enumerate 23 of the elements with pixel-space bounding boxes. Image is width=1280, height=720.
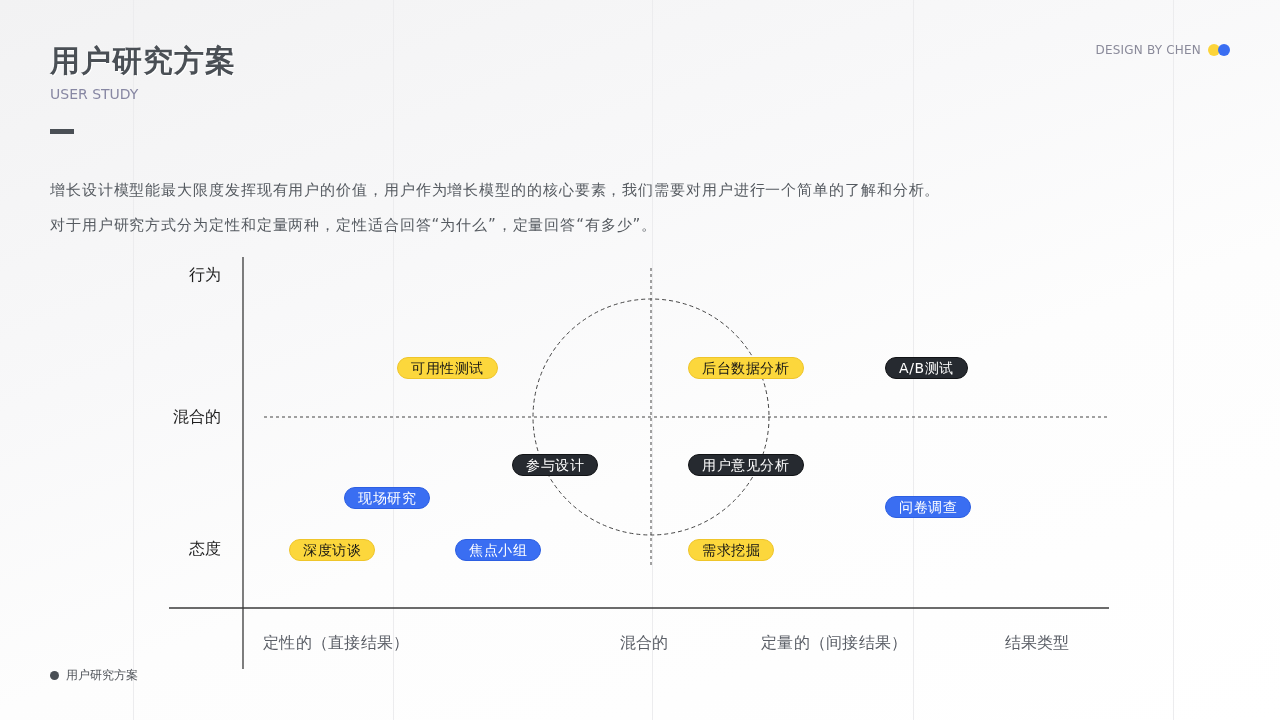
method-tag: 深度访谈 <box>289 539 376 561</box>
axis-label: 定量的（间接结果） <box>761 632 908 654</box>
credit-text: DESIGN BY CHEN <box>1095 42 1201 58</box>
method-tag: 焦点小组 <box>455 539 542 561</box>
method-tag: 需求挖掘 <box>688 539 775 561</box>
subtitle: USER STUDY <box>50 85 139 103</box>
axis-label: 混合的 <box>620 632 668 654</box>
method-tag: 可用性测试 <box>397 357 498 379</box>
axis-title: 结果类型 <box>1005 632 1069 654</box>
intro-text: 增长设计模型能最大限度发挥现有用户的价值，用户作为增长模型的的核心要素，我们需要对用户进行一个简单的了解和分析。 <box>50 180 941 200</box>
method-tag: 后台数据分析 <box>688 357 804 379</box>
axis-label: 态度 <box>189 538 221 560</box>
axis-label: 定性的（直接结果） <box>263 632 410 654</box>
method-tag: 问卷调查 <box>885 496 972 518</box>
method-tag: 参与设计 <box>512 454 599 476</box>
method-tag: 用户意见分析 <box>688 454 804 476</box>
method-tag: 现场研究 <box>344 487 431 509</box>
method-tag: A/B测试 <box>885 357 968 379</box>
axis-label: 行为 <box>189 264 221 286</box>
intro-text: 对于用户研究方式分为定性和定量两种，定性适合回答“为什么”，定量回答“有多少”。 <box>50 215 658 235</box>
axis-label: 混合的 <box>173 406 221 428</box>
page-title: 用户研究方案 <box>50 43 236 79</box>
footer-text: 用户研究方案 <box>66 667 138 683</box>
